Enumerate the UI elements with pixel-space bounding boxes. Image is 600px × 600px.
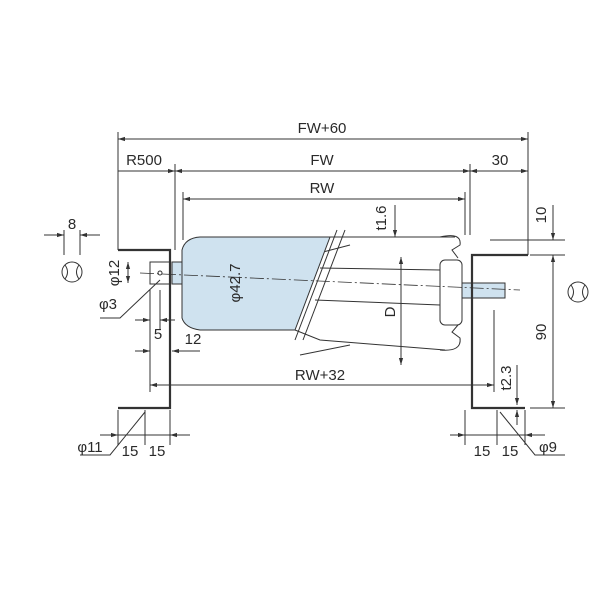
center-line (139, 272, 521, 291)
roller-shaft-left (171, 261, 183, 285)
label-roller-width: RW (310, 180, 336, 197)
label-right-15b: 15 (502, 443, 519, 460)
label-right-15a: 15 (474, 443, 491, 460)
roller-shaft-right (461, 282, 506, 299)
label-overall: FW+60 (298, 120, 347, 137)
label-slot-width: 8 (68, 216, 76, 233)
label-right-offset: 30 (492, 152, 509, 169)
label-left-hole: φ11 (77, 439, 102, 456)
label-left-15a: 15 (122, 443, 139, 460)
label-left-15b: 15 (149, 443, 166, 460)
right-bracket (470, 253, 528, 410)
round-hole-icon (567, 281, 589, 303)
label-pin-offset: 5 (154, 326, 162, 343)
label-roller-diameter: φ42.7 (227, 264, 244, 303)
slot-hole-icon (61, 261, 83, 283)
label-bracket-thickness: t2.3 (498, 365, 515, 390)
label-radius: R500 (126, 152, 162, 169)
label-right-hole: φ9 (539, 439, 557, 456)
label-top-gap: 10 (533, 207, 550, 224)
label-bracket-height: 90 (533, 324, 550, 341)
label-frame-width: FW (310, 152, 334, 169)
roller-body (181, 236, 331, 331)
label-bracket-offset: 12 (185, 331, 202, 348)
label-diameter-d: D (382, 306, 399, 317)
label-tube-thickness: t1.6 (373, 205, 390, 230)
bearing-housing (439, 259, 463, 326)
left-bracket (118, 248, 172, 410)
pin-hole (157, 270, 163, 276)
label-inner-span: RW+32 (295, 367, 345, 384)
label-hole-diameter: φ3 (99, 296, 117, 313)
roller (149, 229, 506, 351)
label-pin-diameter: φ12 (106, 260, 123, 286)
